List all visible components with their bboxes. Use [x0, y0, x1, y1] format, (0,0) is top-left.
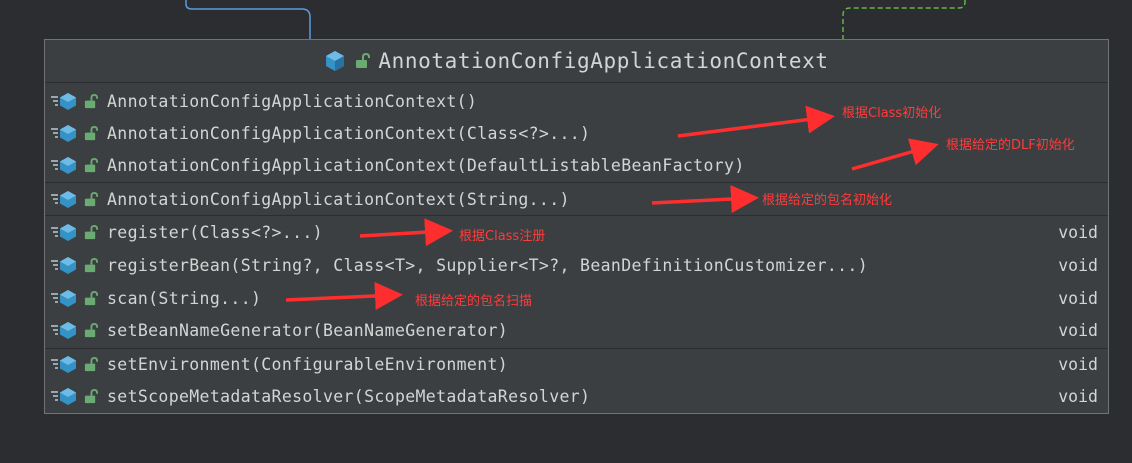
unlock-icon	[84, 93, 98, 108]
member-icons	[51, 124, 107, 142]
member-icons	[51, 156, 107, 174]
member-group-separator	[45, 182, 1108, 183]
member-icons	[51, 223, 107, 241]
member-return-type: void	[1058, 354, 1098, 374]
member-return-type: void	[1058, 222, 1098, 242]
method-icon	[51, 157, 76, 174]
unlock-icon	[84, 191, 98, 206]
member-signature: AnnotationConfigApplicationContext(Class…	[107, 123, 591, 143]
annotation-package-scan: 根据给定的包名扫描	[415, 294, 533, 309]
method-row[interactable]: setScopeMetadataResolver(ScopeMetadataRe…	[45, 380, 1108, 412]
method-row[interactable]: registerBean(String?, Class<T>, Supplier…	[45, 249, 1108, 281]
member-signature: AnnotationConfigApplicationContext(Defau…	[107, 155, 745, 175]
constructor-row[interactable]: AnnotationConfigApplicationContext(Defau…	[45, 149, 1108, 181]
method-row[interactable]: register(Class<?>...) void	[45, 216, 1108, 248]
member-signature: scan(String...)	[107, 288, 262, 308]
unlock-icon	[84, 125, 98, 140]
member-icons	[51, 190, 107, 208]
member-return-type: void	[1058, 320, 1098, 340]
method-icon	[51, 257, 76, 274]
class-icon	[326, 51, 345, 71]
method-icon	[51, 290, 76, 307]
class-header[interactable]: AnnotationConfigApplicationContext	[45, 40, 1108, 83]
unlock-icon	[84, 356, 98, 371]
constructor-row[interactable]: AnnotationConfigApplicationContext(Strin…	[45, 183, 1108, 215]
method-icon	[51, 125, 76, 142]
member-signature: setBeanNameGenerator(BeanNameGenerator)	[107, 320, 509, 340]
member-return-type: void	[1058, 288, 1098, 308]
method-icon	[51, 224, 76, 241]
member-signature: setScopeMetadataResolver(ScopeMetadataRe…	[107, 386, 591, 406]
member-return-type: void	[1058, 255, 1098, 275]
constructor-row[interactable]: AnnotationConfigApplicationContext()	[45, 85, 1108, 117]
method-icon	[51, 93, 76, 110]
unlock-icon	[84, 322, 98, 337]
member-icons	[51, 92, 107, 110]
member-signature: registerBean(String?, Class<T>, Supplier…	[107, 255, 869, 275]
member-icons	[51, 355, 107, 373]
member-icons	[51, 289, 107, 307]
annotation-dlf-init: 根据给定的DLF初始化	[946, 138, 1075, 153]
implementation-connector	[185, 0, 311, 39]
unlock-icon	[84, 157, 98, 172]
method-row[interactable]: scan(String...) void	[45, 282, 1108, 314]
method-icon	[51, 322, 76, 339]
annotation-package-init: 根据给定的包名初始化	[762, 193, 893, 208]
annotation-class-init: 根据Class初始化	[842, 106, 942, 121]
unlock-icon	[84, 224, 98, 239]
member-group-separator	[45, 215, 1108, 216]
member-icons	[51, 321, 107, 339]
member-signature: setEnvironment(ConfigurableEnvironment)	[107, 354, 509, 374]
unlock-icon	[84, 257, 98, 272]
class-node[interactable]: AnnotationConfigApplicationContext Annot…	[44, 39, 1109, 414]
unlock-icon	[356, 53, 371, 68]
member-signature: AnnotationConfigApplicationContext(Strin…	[107, 189, 570, 209]
member-group-separator	[45, 348, 1108, 349]
member-return-type: void	[1058, 386, 1098, 406]
member-signature: register(Class<?>...)	[107, 222, 323, 242]
constructor-row[interactable]: AnnotationConfigApplicationContext(Class…	[45, 117, 1108, 149]
method-icon	[51, 356, 76, 373]
member-icons	[51, 387, 107, 405]
annotation-class-register: 根据Class注册	[459, 229, 546, 244]
class-name: AnnotationConfigApplicationContext	[378, 49, 829, 73]
method-icon	[51, 191, 76, 208]
member-icons	[51, 256, 107, 274]
unlock-icon	[84, 388, 98, 403]
dependency-connector	[842, 0, 966, 39]
unlock-icon	[84, 290, 98, 305]
method-icon	[51, 388, 76, 405]
member-signature: AnnotationConfigApplicationContext()	[107, 91, 478, 111]
method-row[interactable]: setBeanNameGenerator(BeanNameGenerator) v…	[45, 314, 1108, 346]
method-row[interactable]: setEnvironment(ConfigurableEnvironment) v…	[45, 348, 1108, 380]
